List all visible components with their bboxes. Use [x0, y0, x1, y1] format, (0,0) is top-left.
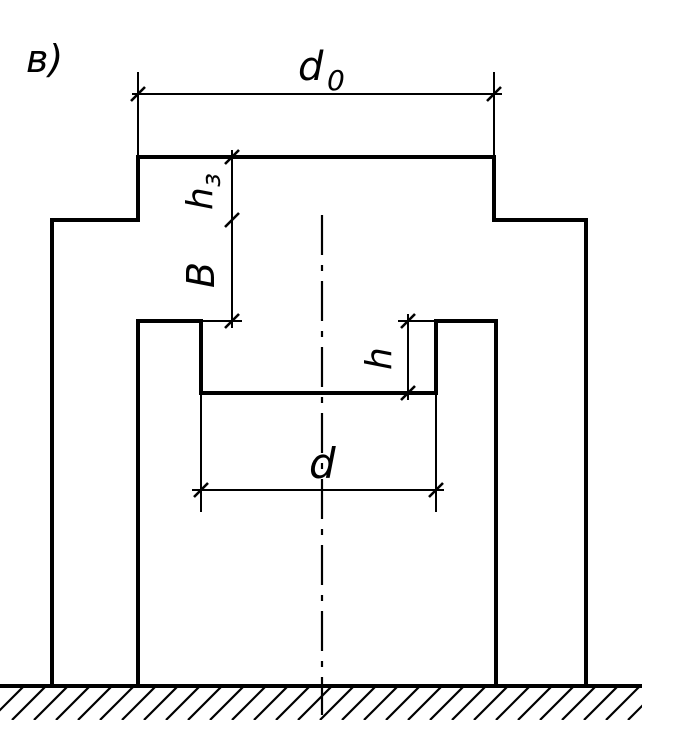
- ground-hatching: [0, 686, 642, 720]
- label-hz: h з: [180, 173, 227, 210]
- label-d0-main: d: [298, 44, 324, 90]
- dimension-h: [398, 313, 436, 401]
- label-hz-sub: з: [197, 173, 227, 187]
- dimension-d0: [130, 72, 502, 157]
- dimension-hz-B: [138, 149, 242, 329]
- inner-profile: [136, 319, 498, 686]
- label-B: B: [179, 262, 223, 288]
- label-d0-sub: 0: [327, 64, 345, 97]
- outer-profile: [50, 155, 588, 686]
- panel-label: в): [26, 37, 63, 81]
- label-hz-main: h: [180, 187, 221, 210]
- label-d: d: [309, 439, 336, 488]
- label-h: h: [359, 347, 400, 370]
- dimension-d: [192, 393, 444, 512]
- label-d0: d 0: [298, 44, 345, 97]
